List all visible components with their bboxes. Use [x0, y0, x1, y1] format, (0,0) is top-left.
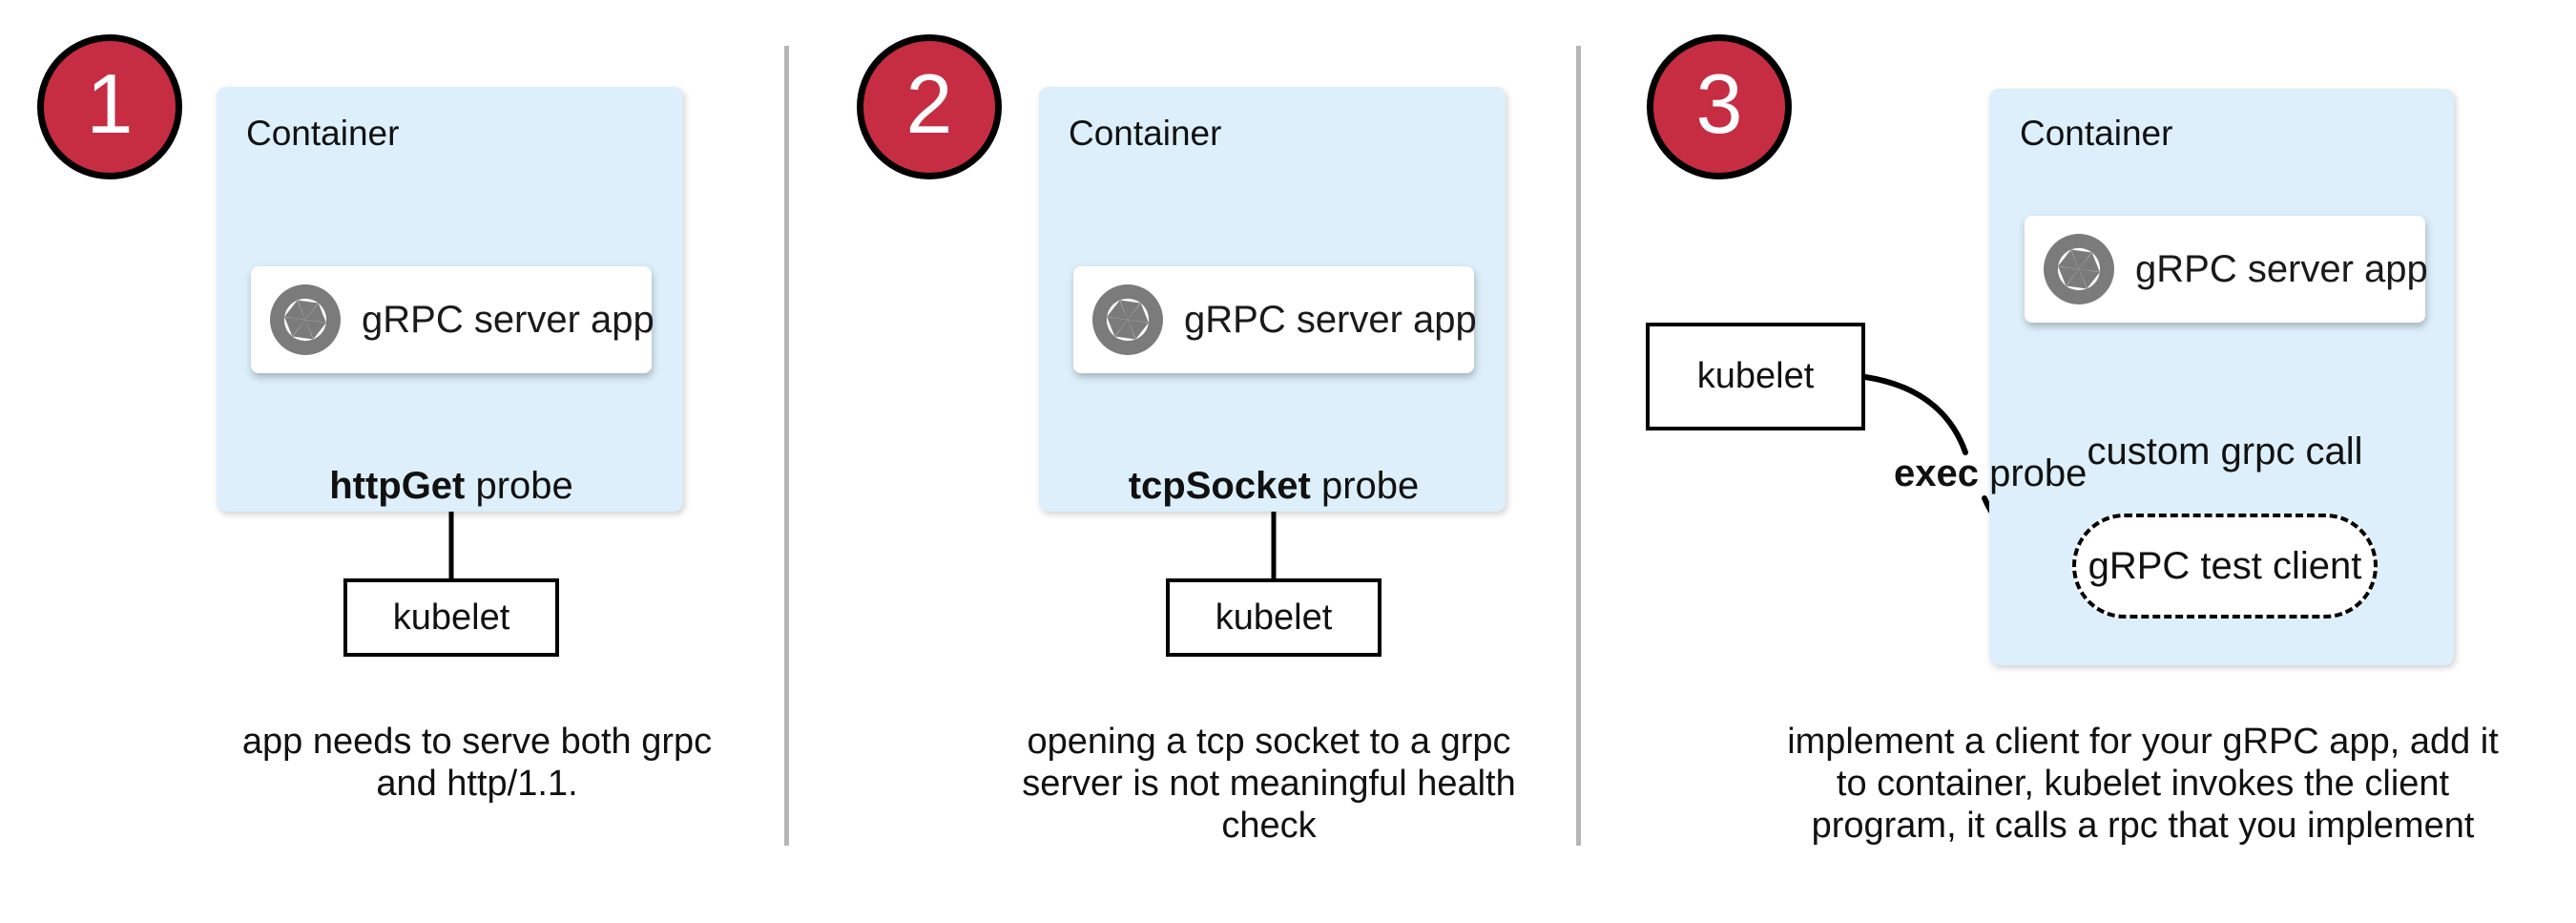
kubelet-label: kubelet: [1215, 597, 1333, 638]
caption-3: implement a client for your gRPC app, ad…: [1761, 721, 2524, 847]
grpc-server-app-box-2: gRPC server app: [1073, 266, 1477, 373]
custom-grpc-call-label: custom grpc call: [2087, 430, 2363, 472]
kubelet-box-2: kubelet: [1166, 578, 1381, 657]
container-label: Container: [246, 114, 400, 153]
caption-line: server is not meaningful health: [1022, 764, 1516, 804]
probe-type: httpGet: [329, 465, 466, 507]
caption-line: app needs to serve both grpc: [241, 722, 713, 762]
step-badge-2: 2: [857, 34, 1002, 179]
grpc-server-app-label: gRPC server app: [362, 298, 654, 341]
probe-word: probe: [1978, 452, 2088, 494]
grpc-server-app-box-3: gRPC server app: [2025, 216, 2428, 323]
step-badge-1: 1: [37, 34, 182, 179]
aperture-icon: [2044, 234, 2114, 304]
caption-1: app needs to serve both grpc and http/1.…: [219, 721, 735, 805]
grpc-server-app-box-1: gRPC server app: [251, 266, 654, 373]
probe-word: probe: [465, 465, 573, 507]
probe-label-2: tcpSocket probe: [1083, 467, 1465, 505]
caption-2: opening a tcp socket to a grpc server is…: [983, 721, 1555, 847]
grpc-server-app-label: gRPC server app: [1184, 298, 1477, 341]
step-number: 2: [905, 56, 953, 151]
kubelet-box-3: kubelet: [1646, 323, 1865, 430]
caption-line: to container, kubelet invokes the client: [1836, 764, 2450, 804]
panel-divider-1: [784, 46, 789, 846]
probe-label-3: exec probe: [1894, 454, 2087, 493]
kubelet-box-1: kubelet: [343, 578, 559, 657]
grpc-test-client-box: gRPC test client: [2072, 514, 2378, 619]
kubelet-label: kubelet: [392, 597, 510, 638]
probe-type: exec: [1894, 452, 1979, 494]
aperture-icon: [270, 284, 341, 355]
container-label: Container: [1069, 114, 1222, 153]
caption-line: implement a client for your gRPC app, ad…: [1787, 722, 2499, 762]
probe-word: probe: [1310, 465, 1420, 507]
step-badge-3: 3: [1647, 34, 1792, 179]
caption-line: opening a tcp socket to a grpc: [1027, 722, 1511, 762]
probe-type: tcpSocket: [1128, 465, 1311, 507]
aperture-icon: [1092, 284, 1163, 355]
panel-divider-2: [1576, 46, 1581, 846]
caption-line: and http/1.1.: [376, 764, 578, 804]
container-label: Container: [2020, 114, 2173, 153]
kubelet-label: kubelet: [1696, 356, 1815, 396]
caption-line: check: [1221, 806, 1317, 846]
step-number: 3: [1695, 56, 1743, 151]
caption-line: program, it calls a rpc that you impleme…: [1811, 806, 2475, 846]
step-number: 1: [86, 56, 134, 151]
grpc-test-client-label: gRPC test client: [2088, 544, 2362, 587]
grpc-server-app-label: gRPC server app: [2135, 247, 2428, 290]
probe-label-1: httpGet probe: [260, 467, 642, 505]
